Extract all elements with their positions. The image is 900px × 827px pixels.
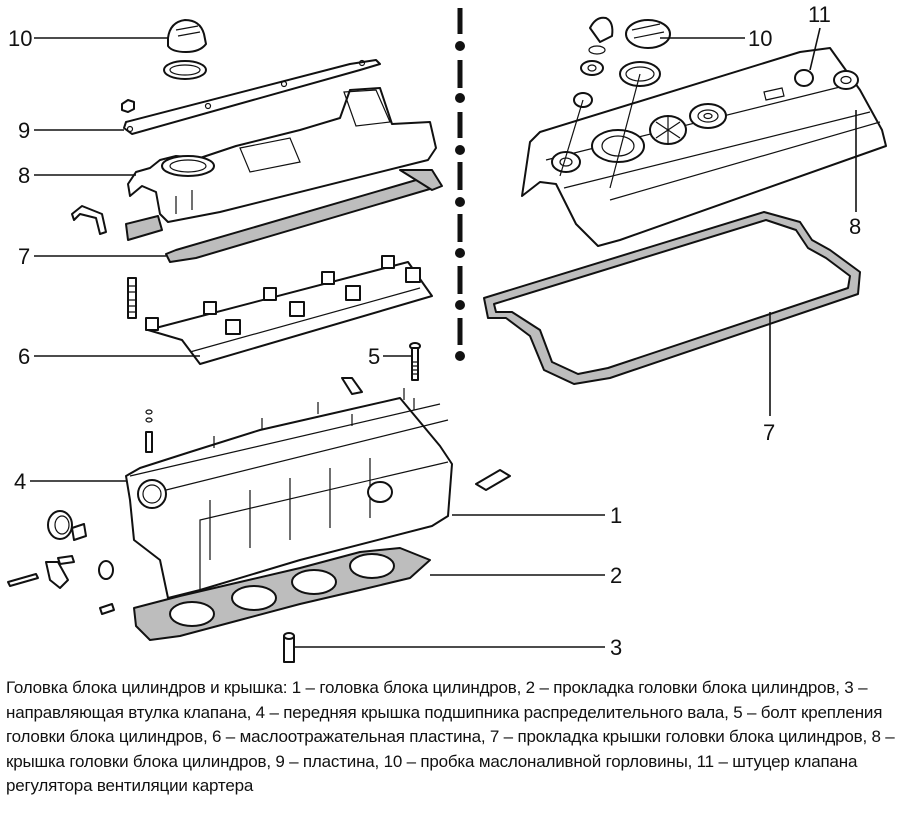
pcv-valve-parts: [573, 16, 614, 108]
oil-filler-cap-left: [163, 19, 207, 80]
cylinder-head: [125, 377, 511, 599]
oil-baffle-plate: [127, 255, 433, 365]
leader-lines-right: [559, 27, 857, 416]
oil-filler-cap-right: [619, 19, 671, 87]
valve-cover-left: [71, 87, 437, 235]
cover-plate: [121, 59, 381, 135]
view-divider: [455, 8, 465, 361]
callout-1: 1: [610, 503, 622, 528]
valve-cover-gasket-right: [483, 211, 861, 385]
callout-7-right: 7: [763, 420, 775, 445]
callout-10-left: 10: [8, 26, 32, 51]
valve-guide: [283, 632, 295, 663]
callout-5: 5: [368, 344, 380, 369]
callout-2: 2: [610, 563, 622, 588]
callout-4: 4: [14, 469, 26, 494]
callout-7-left: 7: [18, 244, 30, 269]
valve-cover-gasket-left: [125, 169, 443, 263]
head-gasket: [133, 547, 431, 641]
callout-9: 9: [18, 118, 30, 143]
valve-cover-right: [521, 47, 887, 247]
callout-3: 3: [610, 635, 622, 660]
leader-lines-left-long: [505, 514, 605, 648]
head-bolt: [409, 342, 421, 381]
leader-lines-left: [30, 37, 505, 648]
figure-caption: Головка блока цилиндров и крышка: 1 – го…: [6, 678, 895, 796]
callout-8-right: 8: [849, 214, 861, 239]
callout-6: 6: [18, 344, 30, 369]
camshaft-front-cap-parts: [7, 510, 115, 615]
callout-10-right: 10: [748, 26, 772, 51]
callout-8-left: 8: [18, 163, 30, 188]
callout-11: 11: [808, 2, 831, 27]
exploded-diagram: 10 9 8 7 6 5 4 1 2 3: [7, 2, 887, 663]
